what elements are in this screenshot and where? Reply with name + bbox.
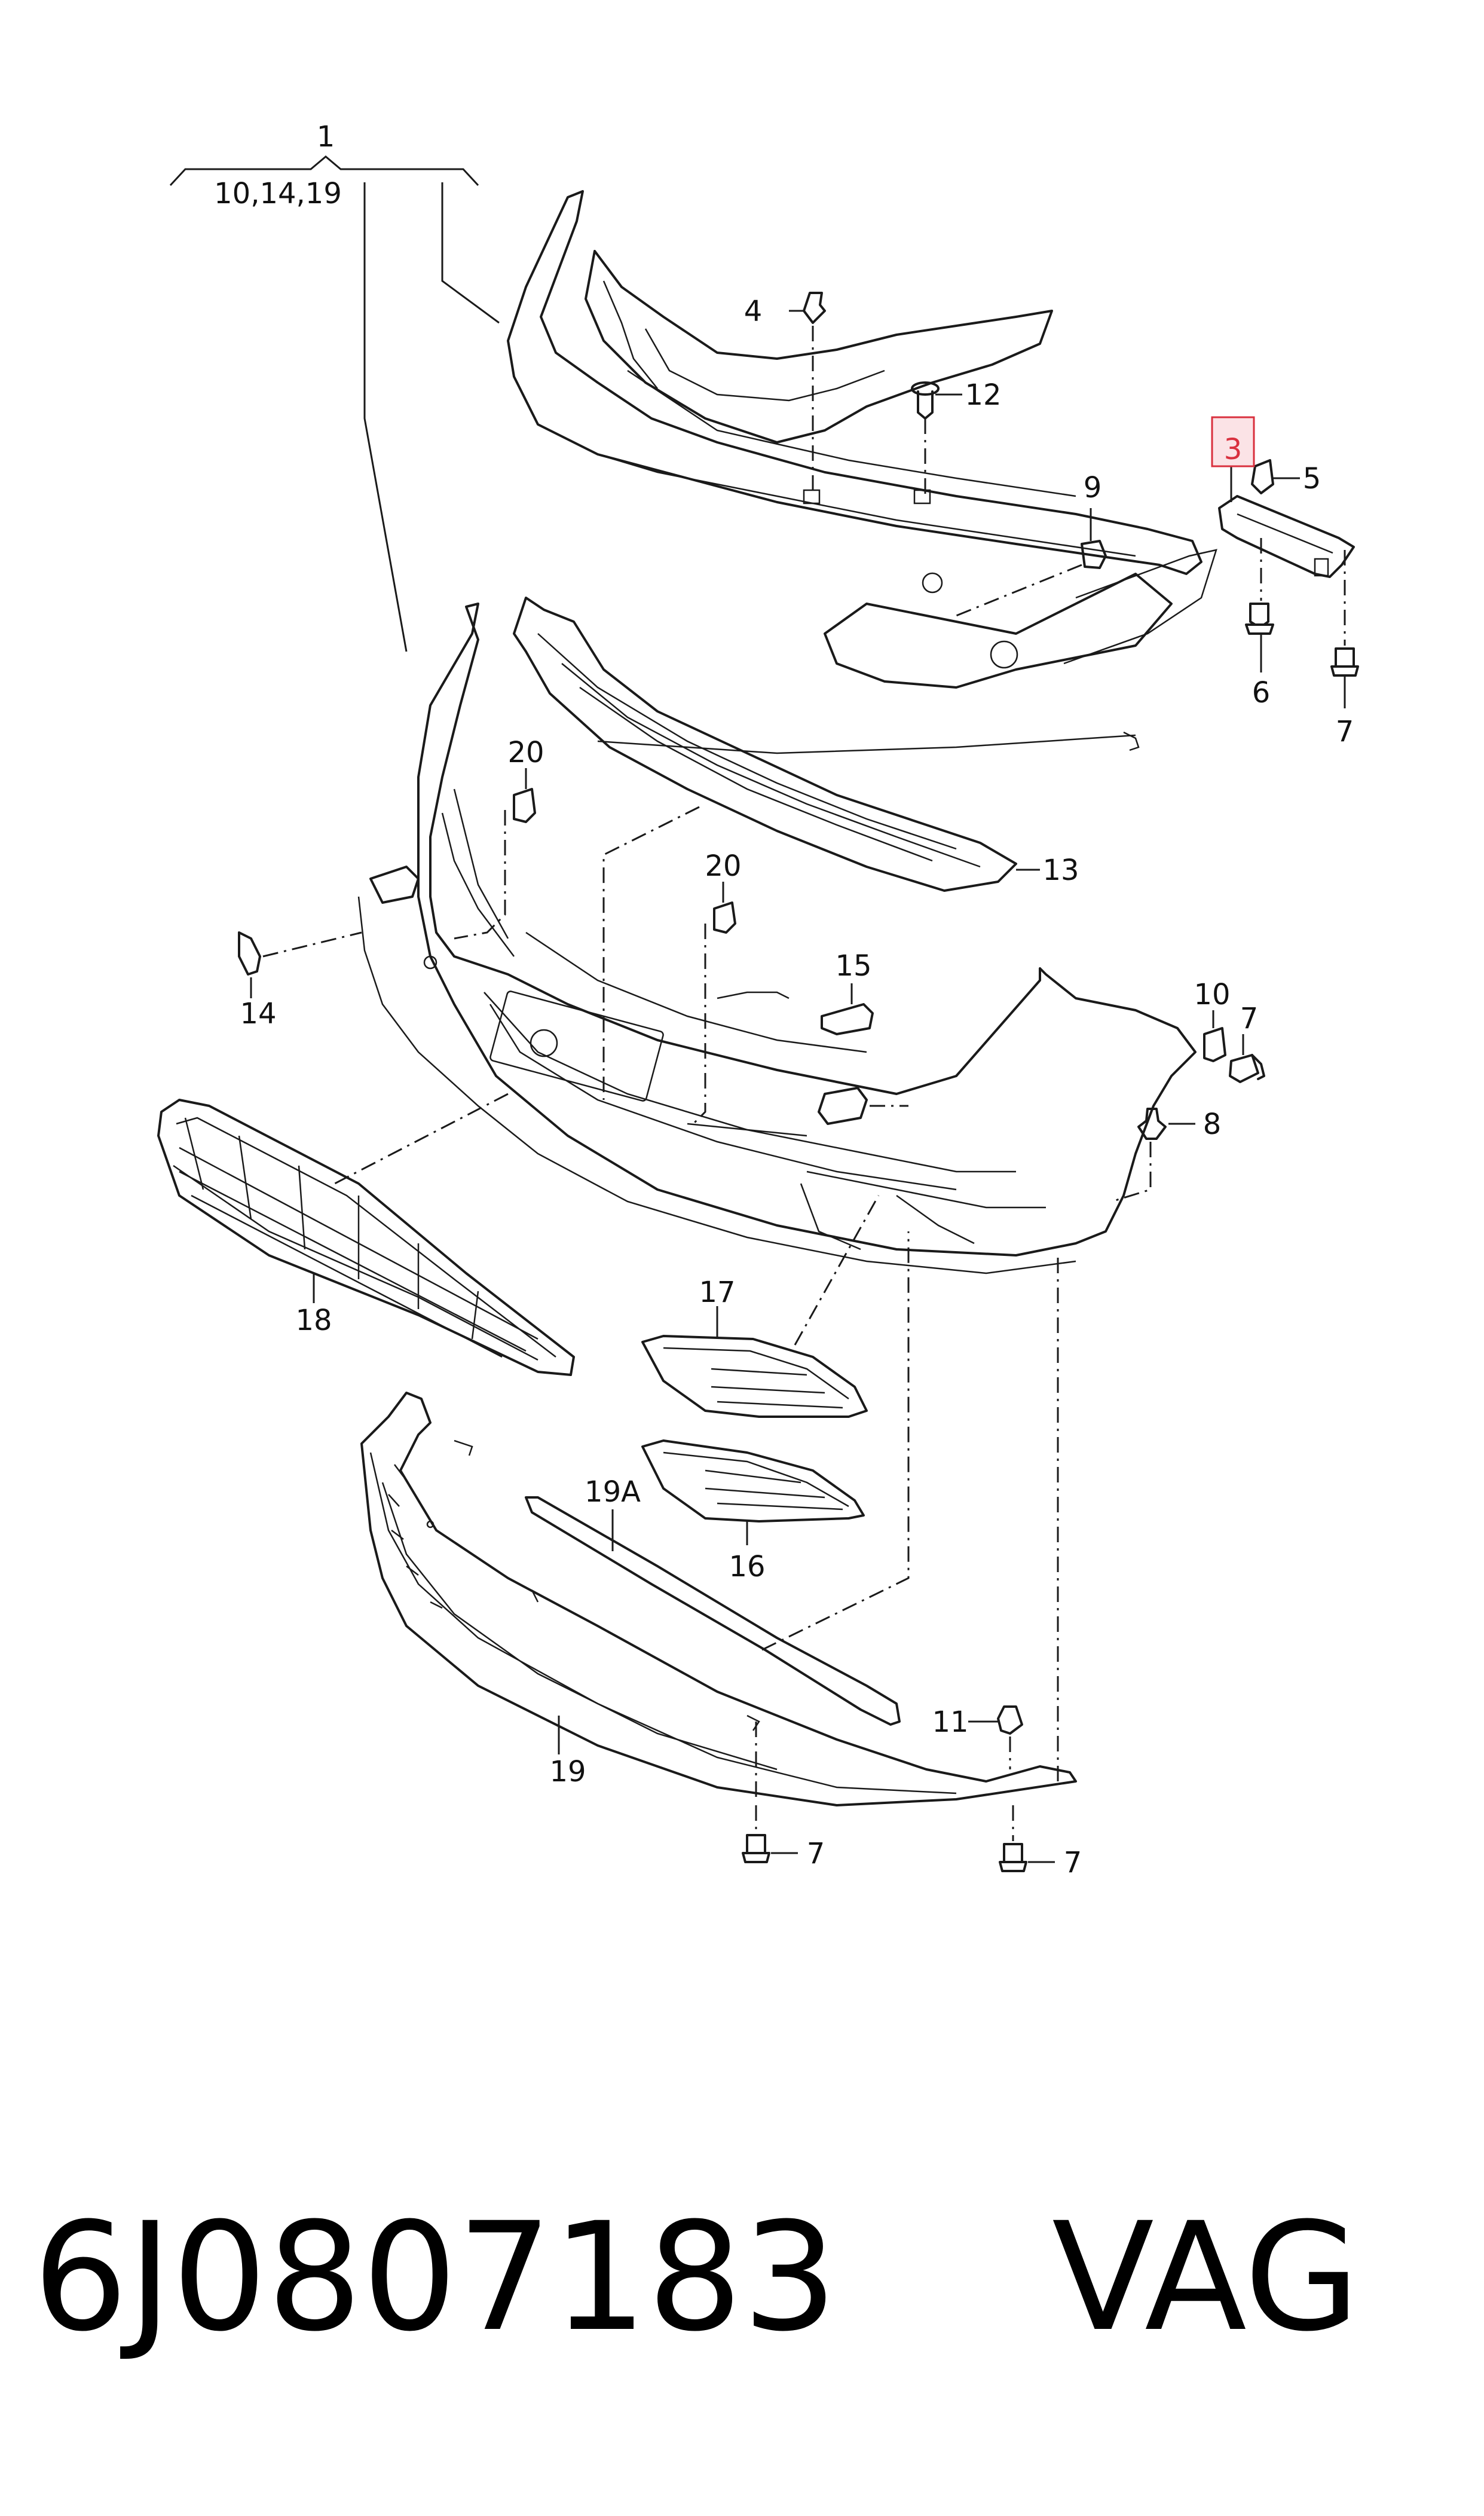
bumper-carrier: [507, 190, 1217, 754]
part-3-bracket: [1218, 466, 1355, 578]
clip-9: [956, 508, 1107, 617]
bolt-7-top: [1330, 550, 1359, 708]
clip-20-top: [454, 768, 536, 940]
callout-17: 17: [699, 1276, 735, 1309]
callout-15: 15: [835, 949, 871, 983]
bolt-6: [1245, 538, 1274, 672]
callout-7-bottom-left: 7: [807, 1837, 825, 1870]
bumper-cover: [334, 603, 1197, 1274]
callout-11: 11: [932, 1705, 968, 1739]
part-number-text: 6J0807183: [33, 2190, 838, 2364]
fastener-4: [789, 292, 826, 496]
grille-18: [157, 1099, 575, 1376]
part-3-highlight: [1211, 416, 1255, 467]
callout-1-bracket: [169, 155, 500, 652]
callout-19: 19: [549, 1755, 586, 1789]
callout-7-bottom-right: 7: [1064, 1846, 1082, 1879]
bolt-7-bottom-left: [742, 1805, 798, 1863]
fastener-8: [1111, 1108, 1195, 1203]
fastener-12: [911, 381, 962, 496]
cap-15: [818, 983, 908, 1125]
fastener-11: [968, 1705, 1023, 1769]
grille-16: [641, 1439, 865, 1545]
callout-7-right: 7: [1240, 1002, 1259, 1035]
callout-6: 6: [1252, 676, 1271, 710]
callout-19a: 19A: [585, 1475, 641, 1509]
callout-20-top: 20: [507, 736, 544, 769]
trim-19a: [525, 1231, 910, 1726]
callout-20-mid: 20: [705, 849, 741, 883]
callout-7-top: 7: [1336, 715, 1354, 748]
callout-18: 18: [295, 1304, 332, 1337]
callout-16: 16: [729, 1550, 765, 1583]
callout-5: 5: [1303, 462, 1321, 496]
grille-17: [641, 1195, 880, 1418]
callout-9: 9: [1084, 471, 1102, 505]
callout-4: 4: [744, 295, 763, 328]
clip-20-mid: [692, 882, 736, 1125]
callout-10: 10: [1194, 978, 1230, 1011]
cap-14: [238, 931, 362, 998]
callout-3: 3: [1224, 433, 1243, 466]
callout-1: 1: [317, 120, 335, 154]
bolt-7-bottom-right: [999, 1805, 1055, 1872]
clip-10: [1203, 1010, 1226, 1062]
clip-5: [1251, 459, 1300, 494]
callout-12: 12: [965, 378, 1001, 412]
callout-8: 8: [1203, 1108, 1222, 1141]
callout-14: 14: [240, 997, 276, 1031]
part-13-frame: [513, 597, 1040, 1100]
callout-1-sub: 10,14,19: [214, 177, 342, 210]
callout-13: 13: [1042, 854, 1079, 887]
bolt-7-right: [1229, 1034, 1265, 1083]
spoiler-19: [360, 1252, 1077, 1806]
brand-text: VAG: [1052, 2190, 1360, 2364]
